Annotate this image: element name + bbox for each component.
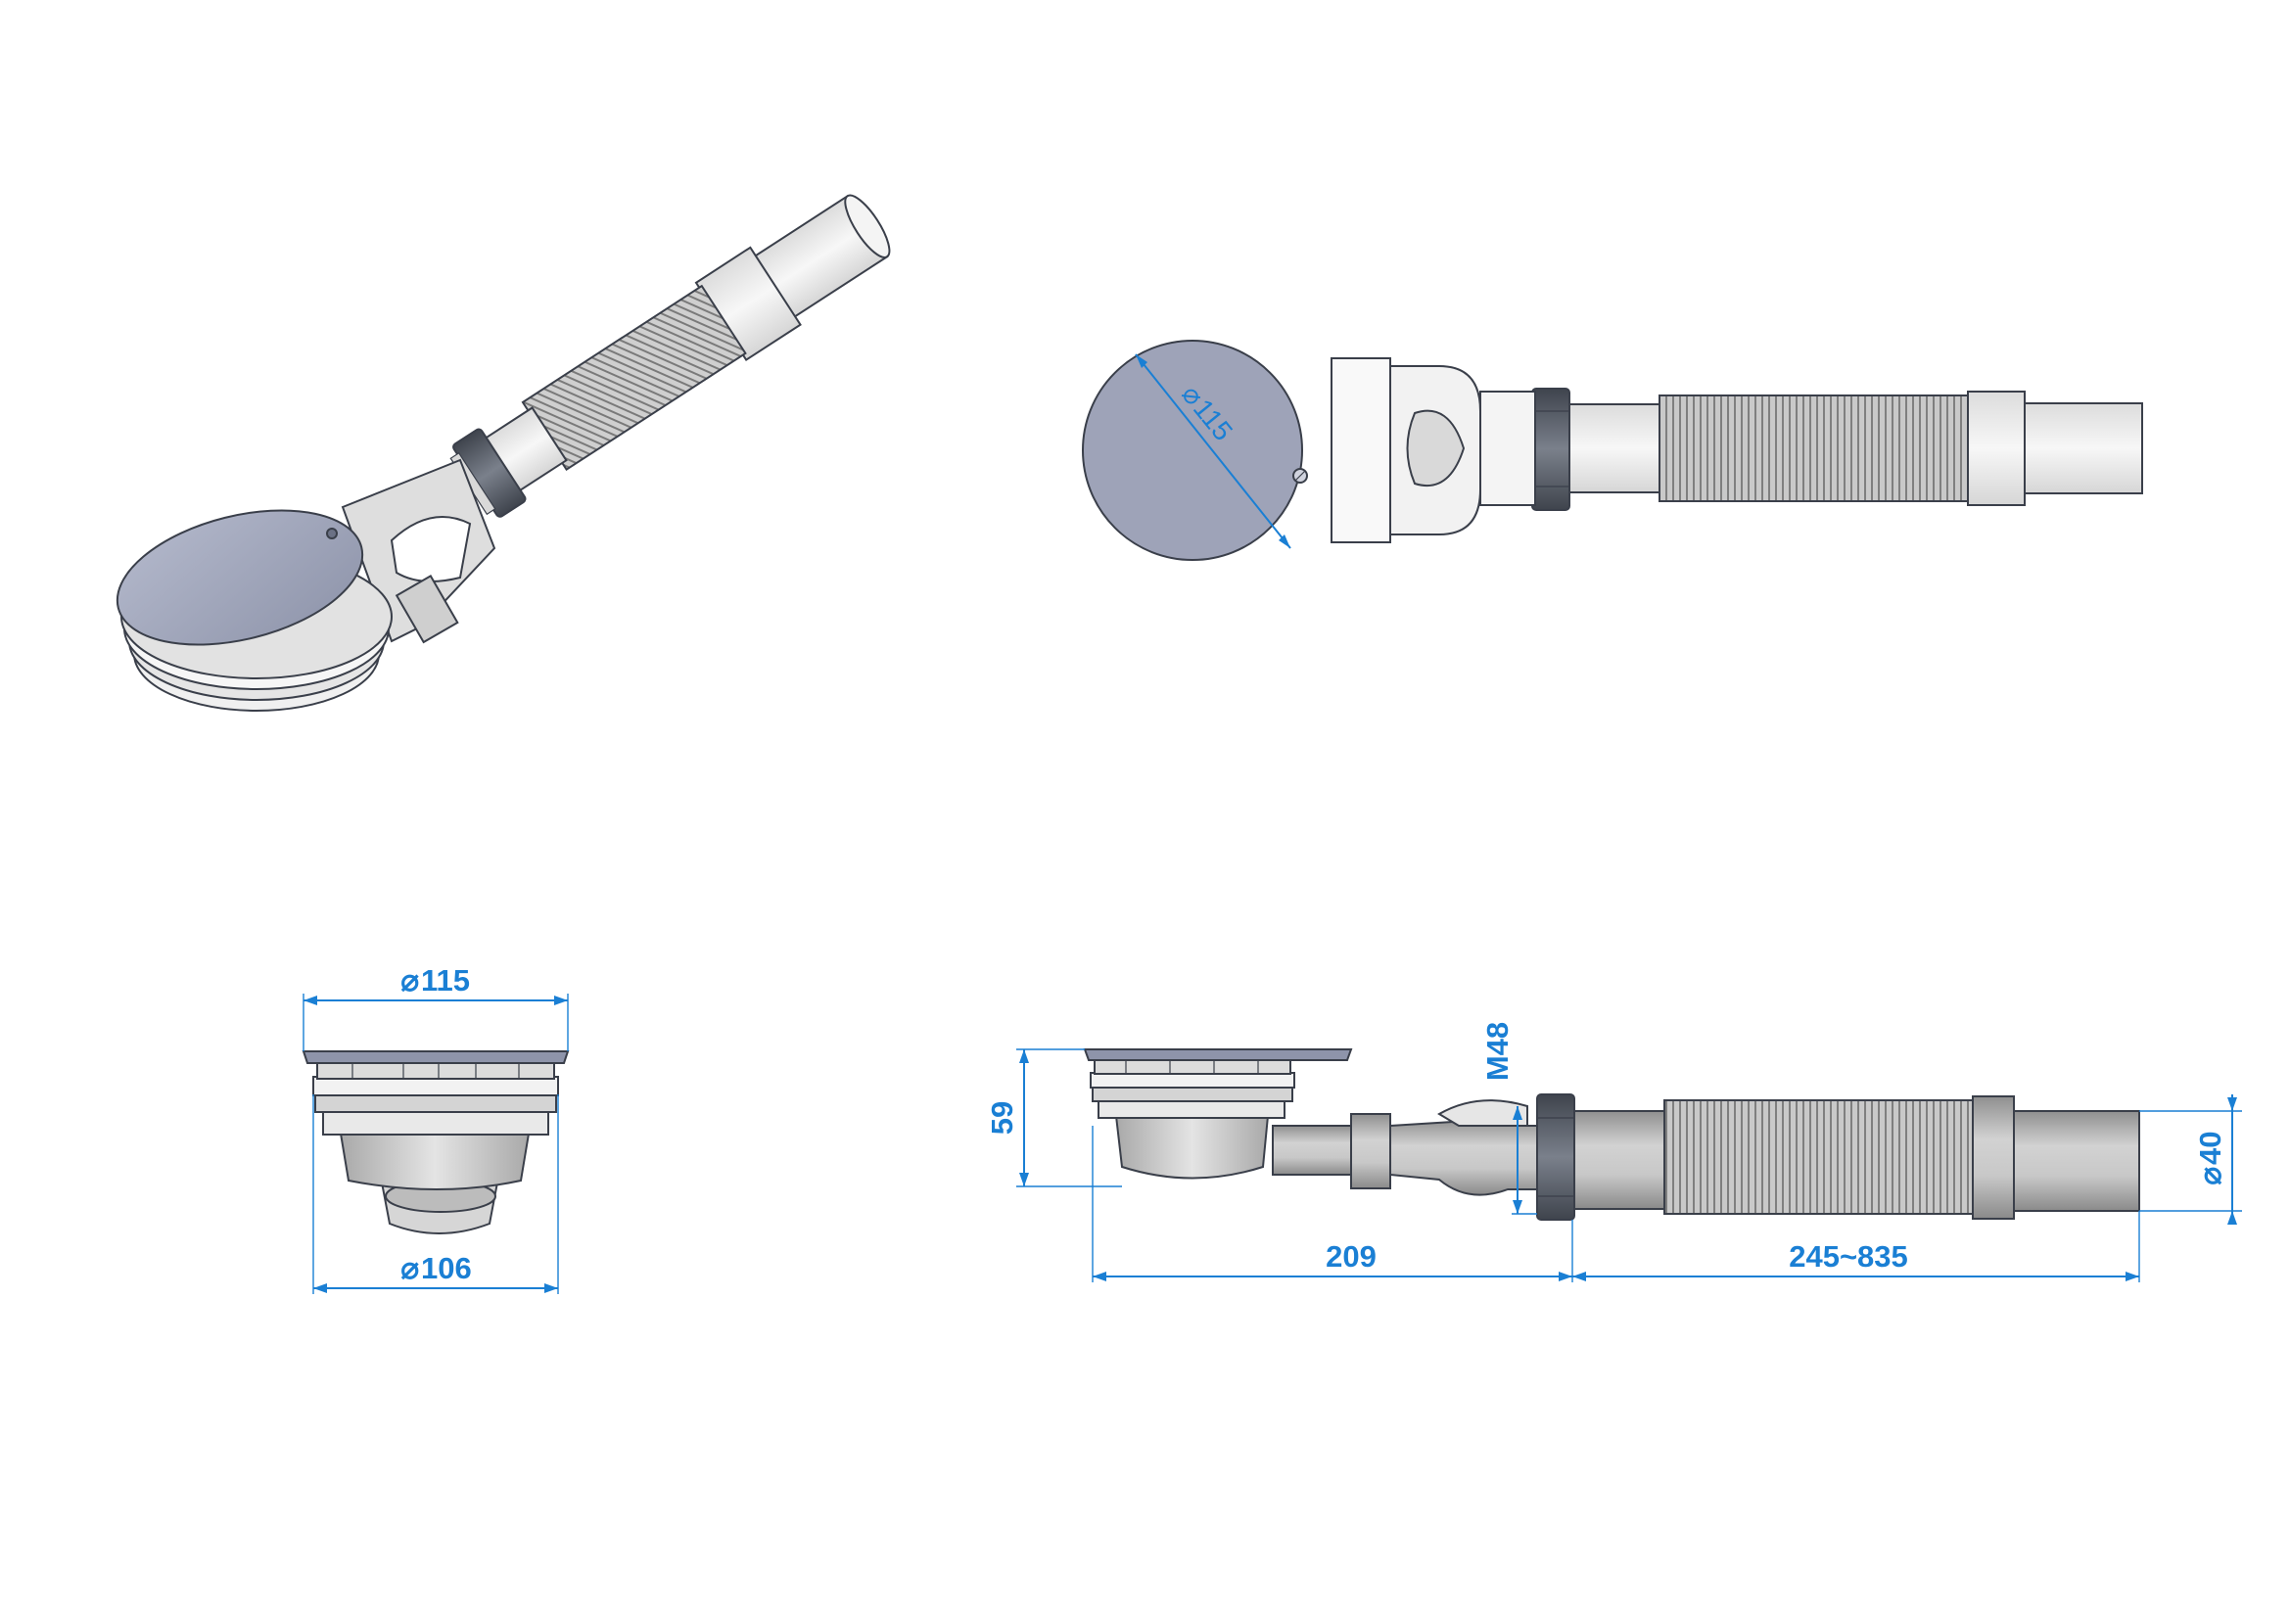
side-outlet-diameter-symbol: ⌀: [2193, 1167, 2227, 1185]
front-lower-body: [339, 1133, 531, 1190]
side-outlet-diameter-dimension: ⌀ 40: [2139, 1094, 2242, 1225]
front-bottom-diameter-symbol: ⌀: [400, 1251, 419, 1285]
side-smooth-pipe: [1570, 1110, 1665, 1210]
side-length-dimensions: 209 245~835: [1092, 1126, 2140, 1282]
top-corrugated-hose: [1659, 394, 1969, 502]
front-top-diameter-symbol: ⌀: [400, 963, 419, 998]
side-corrugated-hose: [1663, 1099, 1974, 1215]
side-sleeve: [1972, 1095, 2015, 1220]
side-view: 59 M48 209 245~835: [985, 1022, 2242, 1282]
top-nut: [1531, 388, 1570, 511]
side-outlet-pipe: [2011, 1110, 2140, 1212]
side-outlet-diameter-label: 40: [2193, 1132, 2227, 1165]
front-top-diameter-dimension: ⌀ 115: [303, 963, 569, 1051]
side-nut: [1536, 1093, 1575, 1221]
side-height-label: 59: [985, 1101, 1019, 1135]
side-cover: [1083, 1048, 1353, 1061]
top-outlet-pipe: [2024, 402, 2143, 494]
side-hose-length-label: 245~835: [1789, 1239, 1908, 1274]
side-thread-label: M48: [1480, 1022, 1515, 1081]
top-view: ⌀ 115: [1082, 340, 2143, 561]
isometric-view: [116, 194, 891, 712]
top-smooth-pipe: [1566, 403, 1660, 493]
iso-cover-screw: [326, 528, 338, 539]
iso-corrugated-hose: [521, 284, 747, 472]
front-top-diameter-label: 115: [421, 963, 470, 998]
side-grid: [1094, 1059, 1291, 1075]
side-height-dimension: 59: [985, 1048, 1122, 1187]
front-bottom-diameter-dimension: ⌀ 106: [312, 1094, 559, 1294]
side-thread-dimension: M48: [1480, 1022, 1537, 1215]
front-bottom-diameter-label: 106: [421, 1251, 472, 1285]
side-body-length-label: 209: [1326, 1239, 1377, 1274]
top-sleeve: [1967, 391, 2026, 506]
front-cover: [302, 1050, 570, 1064]
front-view: ⌀ 115 ⌀ 106: [302, 963, 570, 1294]
iso-cover: [116, 509, 364, 646]
top-cover: [1082, 340, 1303, 561]
